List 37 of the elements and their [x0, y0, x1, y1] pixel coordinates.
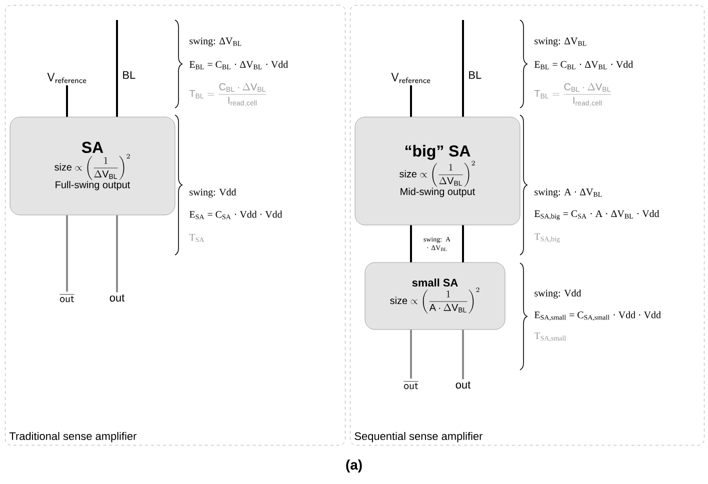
equation: E$_{BL}$ = C$_{BL}$ · ΔV$_{BL}$ · Vdd: [534, 60, 633, 70]
equation: E$_{SA,big}$ = C$_{SA}$ · A · ΔV$_{BL}$ · Vdd: [534, 210, 660, 220]
signal-label: $\overline{\mathsf{out}}$: [60, 294, 74, 302]
signal-line: [462, 330, 464, 380]
signal-line: [462, 20, 464, 117]
equation: swing: Vdd: [190, 188, 236, 198]
equation: swing: Vdd: [534, 289, 582, 299]
signal-line: [462, 225, 464, 262]
signal-label: $\overline{\mathsf{out}}$: [404, 381, 418, 390]
signal-label: out: [110, 294, 125, 302]
signal-line: [116, 215, 118, 292]
amplifier-box: “big” SA $\mathrm{size}\propto\left(\frac{1}{\Delta \mathrm{V}_{\mathrm{BL}}}\right)^{2}$ Mid-swing output: [354, 116, 520, 226]
signal-line: [66, 215, 68, 292]
amplifier-box: small SA $\mathrm{size}\propto\left(\frac{1}{\mathrm{A}\cdot\Delta \mathrm{V}_{\mathrm{BL}}}\right)^{2}$: [364, 262, 506, 330]
signal-label: $\mathsf{V}_{\mathsf{reference}}$: [47, 72, 86, 84]
equation: swing: ΔV$_{BL}$: [534, 38, 586, 46]
equation: E$_{SA}$ = C$_{SA}$ · Vdd · Vdd: [190, 210, 282, 220]
amplifier-box: SA $\mathrm{size}\propto\left(\frac{1}{\Delta \mathrm{V}_{\mathrm{BL}}}\right)^{2}$ Full-swing output: [10, 116, 176, 216]
edge-label: BL: [123, 71, 136, 79]
equation: $\mathrm{T}_{\mathrm{BL}}=\frac{\mathrm{C}_{\mathrm{BL}}\cdot\Delta \mathrm{V}_{\mathrm{BL}}}{\mathrm{I}_{\mathrm{read,cell}}}$: [534, 83, 612, 107]
signal-label: $\mathsf{V}_{\mathsf{reference}}$: [391, 72, 430, 84]
equation: E$_{BL}$ = C$_{BL}$ · ΔV$_{BL}$ · Vdd: [190, 60, 288, 70]
signal-line: [66, 85, 68, 117]
signal-label: out: [456, 381, 471, 389]
equation: swing: A · ΔV$_{BL}$: [534, 188, 602, 198]
caption: (a): [346, 460, 362, 472]
equation: T$_{SA,small}$: [534, 332, 566, 342]
signal-line: [410, 85, 412, 117]
signal-line: [410, 330, 412, 379]
edge-label: BL: [469, 71, 482, 79]
signal-line: [410, 225, 412, 262]
equation: E$_{SA,small}$ = C$_{SA,small}$ · Vdd · Vdd: [534, 311, 661, 321]
equation: $\mathrm{T}_{\mathrm{BL}}=\frac{\mathrm{C}_{\mathrm{BL}}\cdot\Delta \mathrm{V}_{\mathrm{BL}}}{\mathrm{I}_{\mathrm{read,cell}}}$: [189, 83, 266, 107]
signal-line: [116, 20, 118, 117]
equation: T$_{SA}$: [189, 234, 204, 242]
equation: swing: ΔV$_{BL}$: [190, 38, 242, 46]
equation: T$_{SA,big}$: [534, 233, 560, 243]
